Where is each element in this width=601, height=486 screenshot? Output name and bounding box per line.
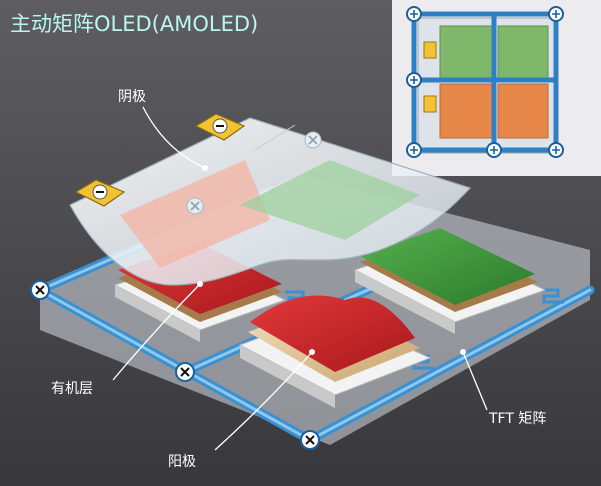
inset-nodes-plus-icon (406, 6, 564, 158)
green-pixel (360, 228, 535, 305)
cross-marker-icon (186, 131, 322, 215)
inset-terminal-minus (423, 41, 437, 113)
label-tft-matrix: TFT 矩阵 (489, 411, 547, 427)
callout-lines (112, 106, 488, 451)
inset-pixel-orange-right (497, 83, 549, 139)
inset-pixel-green-left (439, 25, 493, 79)
inset-diagram (392, 0, 601, 176)
label-organic-layer: 有机层 (51, 381, 93, 397)
inset-pixel-orange-left (439, 83, 493, 139)
diagram-title: 主动矩阵OLED(AMOLED) (10, 12, 259, 36)
inset-pixel-green-right (497, 25, 549, 79)
cathode-terminal-minus-icon (74, 113, 246, 207)
label-cathode: 阴极 (118, 89, 146, 105)
frame-node-icons (30, 280, 320, 450)
label-anode: 阳极 (168, 454, 196, 470)
red-pixel-right (250, 295, 415, 372)
